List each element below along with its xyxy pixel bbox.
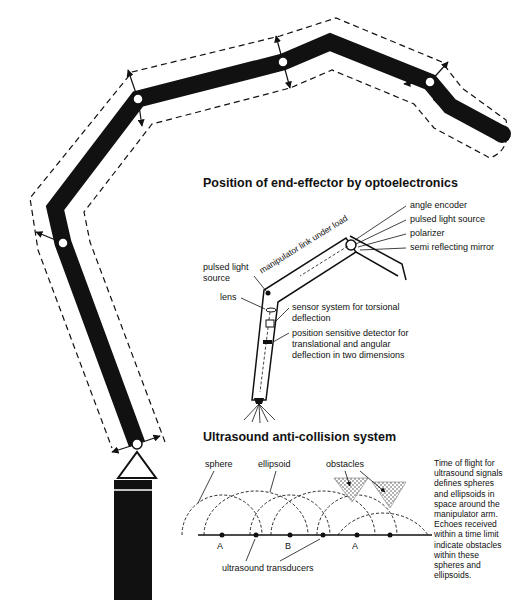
leader-line xyxy=(198,471,385,561)
joint xyxy=(278,57,288,67)
leader-line xyxy=(345,471,350,486)
joint xyxy=(58,238,68,248)
light-fan xyxy=(244,404,259,420)
leader-line xyxy=(275,308,289,322)
obstacle xyxy=(334,478,368,502)
lens xyxy=(266,308,276,312)
transducer xyxy=(254,533,259,538)
light-fan xyxy=(244,404,275,423)
leader-line xyxy=(280,539,320,561)
sphere-arc xyxy=(271,491,375,535)
part-label: polarizer xyxy=(410,228,510,239)
light-fan xyxy=(259,404,260,423)
obstacle xyxy=(372,482,406,508)
sphere-arc xyxy=(204,491,308,535)
light-source xyxy=(266,291,271,296)
light-fan xyxy=(259,404,268,422)
base-bracket xyxy=(118,452,156,478)
part-label: angle encoder xyxy=(410,200,510,211)
light-fan xyxy=(259,404,275,420)
leader-line xyxy=(241,298,265,309)
callout-letter: A xyxy=(352,541,358,552)
position-detector xyxy=(263,340,272,344)
joint xyxy=(425,77,435,87)
leader-line xyxy=(355,206,406,240)
bottom-source xyxy=(254,398,264,404)
transducer xyxy=(288,533,293,538)
part-label: semi reflecting mirror xyxy=(410,242,510,253)
part-label: sphere xyxy=(205,459,233,470)
sphere-arc xyxy=(338,513,428,535)
leader-line xyxy=(198,471,214,503)
leader-line xyxy=(241,206,406,342)
transducer xyxy=(220,533,225,538)
part-label: ellipsoid xyxy=(258,459,291,470)
part-label: lens xyxy=(220,292,250,303)
transducer xyxy=(388,533,393,538)
leader-line xyxy=(270,471,276,492)
joint-arrows xyxy=(36,36,448,452)
section-heading: Position of end-effector by optoelectron… xyxy=(203,176,508,191)
part-label: sensor system for torsional deflection xyxy=(292,302,404,324)
leader-line xyxy=(360,248,406,250)
angle-encoder xyxy=(346,240,356,250)
base-column xyxy=(114,480,152,600)
joint xyxy=(132,439,142,449)
base-column xyxy=(114,489,152,491)
note-text: Time of flight for ultrasound signals de… xyxy=(434,458,510,580)
part-label: ultrasound transducers xyxy=(222,563,382,574)
callout-letter: B xyxy=(285,541,291,552)
leader-line xyxy=(360,471,385,492)
leader-line xyxy=(358,234,406,247)
obstacle xyxy=(334,478,406,508)
part-label: position sensitive detector for translat… xyxy=(292,328,414,360)
part-label: manipulator link under load xyxy=(257,212,351,276)
transducer xyxy=(321,533,326,538)
leader-line xyxy=(254,276,266,291)
leader-line xyxy=(246,539,255,561)
light-fan xyxy=(252,404,259,422)
transducer xyxy=(355,533,360,538)
part-label: pulsed light source xyxy=(203,262,259,284)
section-heading: Ultrasound anti-collision system xyxy=(203,430,503,445)
joint xyxy=(133,94,143,104)
light-beam xyxy=(300,246,348,276)
part-label: pulsed light source xyxy=(410,214,510,225)
joint xyxy=(58,57,435,449)
end-effector xyxy=(493,125,511,143)
torsion-sensor xyxy=(266,320,274,327)
callout-letter: A xyxy=(217,541,223,552)
part-label: obstacles xyxy=(326,459,364,470)
leader-line xyxy=(273,333,289,342)
transducer xyxy=(220,533,393,538)
